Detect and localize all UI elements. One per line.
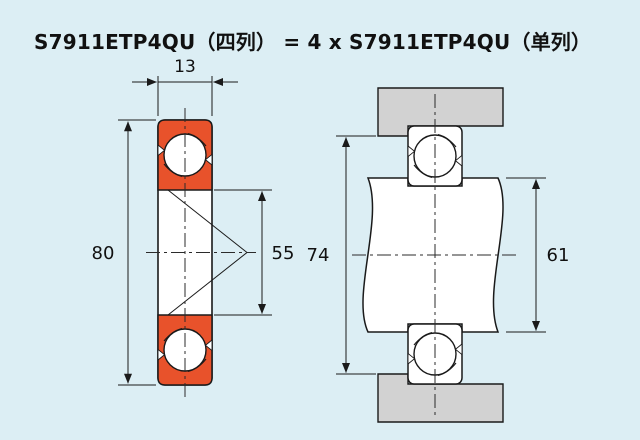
- dim-outer-diameter-label: 80: [92, 243, 115, 264]
- extension-line: [157, 76, 213, 116]
- dim-outer-diameter: 80: [92, 119, 156, 386]
- dim-shaft-shoulder-label: 61: [547, 245, 570, 266]
- dim-bore: 55: [214, 189, 295, 316]
- contact-angle-line-lower: [167, 252, 248, 316]
- contact-angle-line-upper: [167, 189, 248, 253]
- diagram-title: S7911ETP4QU（四列） = 4 x S7911ETP4QU（单列）: [34, 30, 592, 54]
- dim-housing-shoulder-label: 74: [307, 245, 330, 266]
- housing-block-bottom: [377, 373, 504, 423]
- dim-width: 13: [132, 57, 238, 116]
- left-bearing-section-view: 13 80 55: [92, 57, 295, 397]
- extension-line: [506, 177, 546, 333]
- extension-line: [336, 135, 376, 375]
- dim-shaft-shoulder: 61: [506, 177, 570, 333]
- right-mounting-view: 74 61: [307, 87, 570, 423]
- housing-block-top: [377, 87, 504, 137]
- extension-line: [214, 189, 272, 316]
- dim-bore-label: 55: [272, 243, 295, 264]
- dim-width-label: 13: [174, 57, 196, 77]
- dim-housing-shoulder: 74: [307, 135, 376, 375]
- extension-line: [118, 119, 156, 386]
